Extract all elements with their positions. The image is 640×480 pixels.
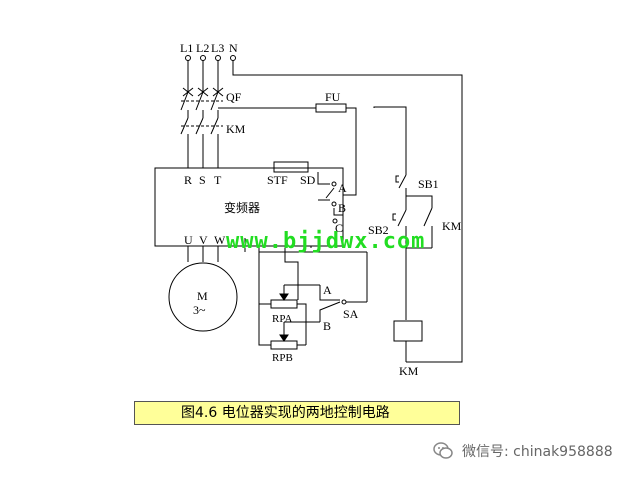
label-sa-a: A <box>323 283 332 297</box>
label-l1: L1 <box>180 41 193 55</box>
label-motor-phase: 3~ <box>193 303 206 317</box>
sb2-button <box>392 209 407 320</box>
km-coil <box>393 320 423 342</box>
label-point-b: B <box>338 201 346 215</box>
label-km-coil: KM <box>399 364 419 378</box>
watermark-text: www.bjjdwx.com <box>226 229 425 254</box>
label-l3: L3 <box>211 41 224 55</box>
motor-circle <box>168 262 238 332</box>
label-sa: SA <box>343 307 359 321</box>
label-t: T <box>214 173 222 187</box>
label-s: S <box>199 173 206 187</box>
caption-text: 图4.6 电位器实现的两地控制电路 <box>181 405 390 421</box>
label-v: V <box>199 233 208 247</box>
fu-fuse <box>315 103 347 113</box>
label-u: U <box>184 233 193 247</box>
label-l2: L2 <box>196 41 209 55</box>
label-sb1: SB1 <box>418 177 439 191</box>
label-n: N <box>229 41 238 55</box>
label-sb2: SB2 <box>368 223 389 237</box>
wechat-icon <box>433 442 453 459</box>
inverter-box <box>154 167 344 247</box>
label-point-a: A <box>338 181 347 195</box>
label-fu: FU <box>325 90 341 104</box>
label-r: R <box>184 173 192 187</box>
rpb-potentiometer <box>270 340 298 350</box>
label-point-c: C <box>335 221 343 235</box>
label-motor-m: M <box>197 289 208 303</box>
figure-caption: 图4.6 电位器实现的两地控制电路 <box>134 401 460 425</box>
label-sa-b: B <box>323 319 331 333</box>
label-km-contact: KM <box>226 122 246 136</box>
label-km-aux: KM <box>442 219 462 233</box>
footer-text: 微信号: chinak958888 <box>462 444 613 460</box>
km-main-contacts <box>180 117 223 168</box>
label-sd: SD <box>300 173 316 187</box>
label-rpa: RPA <box>272 313 292 325</box>
sb1-button <box>395 174 407 210</box>
label-qf: QF <box>226 90 242 104</box>
footer: 微信号: chinak958888 <box>432 439 613 463</box>
label-inverter: 变频器 <box>224 200 260 215</box>
rpa-potentiometer <box>270 299 298 309</box>
label-stf: STF <box>267 173 288 187</box>
qf-breaker <box>180 87 224 118</box>
label-w: W <box>214 233 226 247</box>
label-rpb: RPB <box>272 352 293 364</box>
